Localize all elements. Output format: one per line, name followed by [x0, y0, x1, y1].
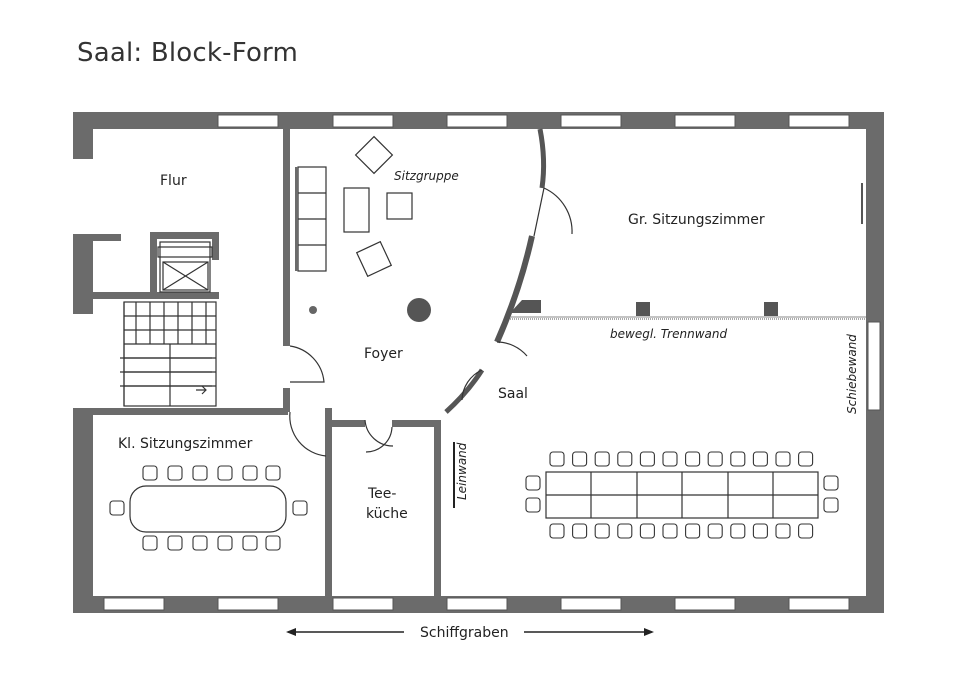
chair [752, 523, 768, 539]
room-label-gr-sitzungszimmer: Gr. Sitzungszimmer [628, 212, 765, 228]
room-label-teekueche-1: Tee- [367, 486, 396, 502]
chair [662, 523, 678, 539]
chair [594, 523, 610, 539]
sitzgruppe-furniture [295, 135, 431, 322]
chair [823, 475, 839, 491]
kueche-door-left [364, 419, 394, 447]
chair [525, 497, 541, 513]
windows-bottom [103, 597, 850, 611]
leinwand-label: Leinwand [455, 442, 469, 500]
chair [617, 451, 633, 467]
chair [617, 523, 633, 539]
chair [685, 523, 701, 539]
saal-block-table [525, 451, 839, 539]
room-label-flur: Flur [160, 173, 187, 189]
trennwand-label: bewegl. Trennwand [610, 327, 727, 341]
chair [752, 451, 768, 467]
chair [685, 451, 701, 467]
chair [572, 523, 588, 539]
kl-conference-table [109, 465, 308, 551]
chair [549, 451, 565, 467]
chair [639, 451, 655, 467]
chair [572, 451, 588, 467]
elevator-icon [157, 241, 213, 293]
windows-top [217, 114, 850, 128]
room-label-saal: Saal [498, 386, 528, 402]
staircase [120, 301, 217, 407]
room-label-sitzgruppe: Sitzgruppe [394, 169, 459, 183]
schiebewand-window [867, 321, 881, 411]
chair [730, 451, 746, 467]
street-arrow: Schiffgraben [286, 625, 654, 641]
street-label: Schiffgraben [420, 625, 509, 641]
kueche-door-right [365, 426, 393, 453]
chair [775, 523, 791, 539]
chair [525, 475, 541, 491]
chair [639, 523, 655, 539]
chair [594, 451, 610, 467]
foyer-door [289, 345, 325, 383]
trennwand [510, 183, 866, 320]
room-label-kl-sitzungszimmer: Kl. Sitzungszimmer [118, 436, 253, 452]
chair [823, 497, 839, 513]
schiebewand-label: Schiebewand [845, 334, 859, 414]
chair [707, 451, 723, 467]
kl-door [289, 411, 327, 457]
chair [707, 523, 723, 539]
chair [798, 523, 814, 539]
chair [662, 451, 678, 467]
interior-walls [73, 129, 441, 596]
chair [798, 451, 814, 467]
room-label-foyer: Foyer [364, 346, 403, 362]
page-title: Saal: Block-Form [77, 38, 299, 68]
chair [549, 523, 565, 539]
chair [775, 451, 791, 467]
room-label-teekueche-2: küche [366, 506, 408, 522]
curved-wall [444, 128, 573, 414]
chair [730, 523, 746, 539]
